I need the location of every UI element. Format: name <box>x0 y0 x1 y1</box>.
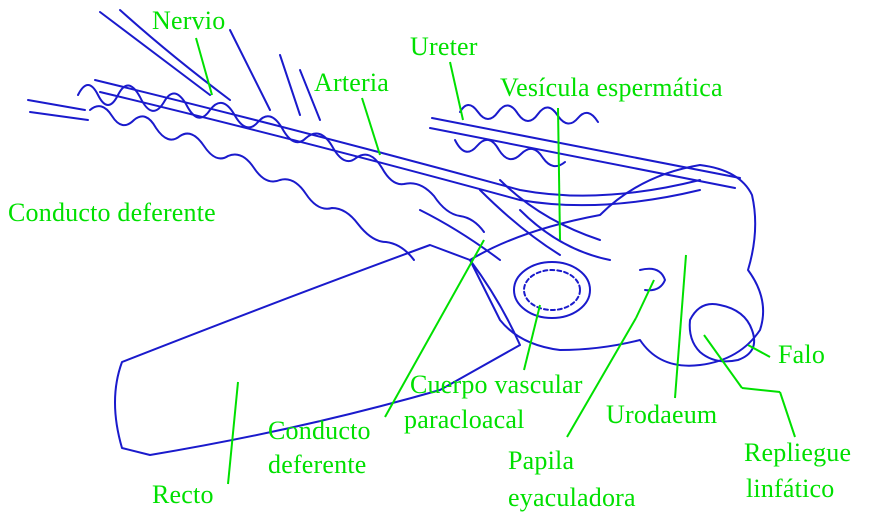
leader-recto <box>228 382 238 484</box>
leader-urodaeum <box>675 255 686 398</box>
inner-vessels <box>420 180 610 260</box>
label-conducto-line2: deferente <box>268 452 367 478</box>
label-ureter: Ureter <box>410 34 478 60</box>
label-cuerpo-line2: paracloacal <box>404 407 525 433</box>
cuerpo-vascular-inner <box>524 270 580 310</box>
label-papila-line1: Papila <box>508 448 574 474</box>
label-conducto-line1: Conducto <box>268 418 371 444</box>
leader-arteria <box>362 98 380 155</box>
leader-ureter <box>450 62 463 120</box>
leader-papila-2 <box>636 280 654 318</box>
leader-vesicula <box>558 108 560 240</box>
label-arteria: Arteria <box>314 70 389 96</box>
label-repliegue-line2: linfático <box>746 476 834 502</box>
leader-repliegue <box>704 335 742 388</box>
label-conducto-deferente-left: Conducto deferente <box>8 200 216 226</box>
label-cuerpo-line1: Cuerpo vascular <box>410 372 583 398</box>
label-urodaeum: Urodaeum <box>606 402 717 428</box>
falo-outline <box>690 304 754 361</box>
label-falo: Falo <box>778 342 825 368</box>
label-papila-line2: eyaculadora <box>508 485 636 511</box>
left-tube <box>28 100 88 120</box>
label-nervio: Nervio <box>152 8 225 34</box>
papila-outline <box>640 269 665 291</box>
label-repliegue-line1: Repliegue <box>744 440 851 466</box>
leader-repliegue-2 <box>742 388 780 392</box>
label-vesicula: Vesícula espermática <box>500 75 723 101</box>
leader-repliegue-3 <box>780 392 795 437</box>
label-recto: Recto <box>152 482 214 508</box>
